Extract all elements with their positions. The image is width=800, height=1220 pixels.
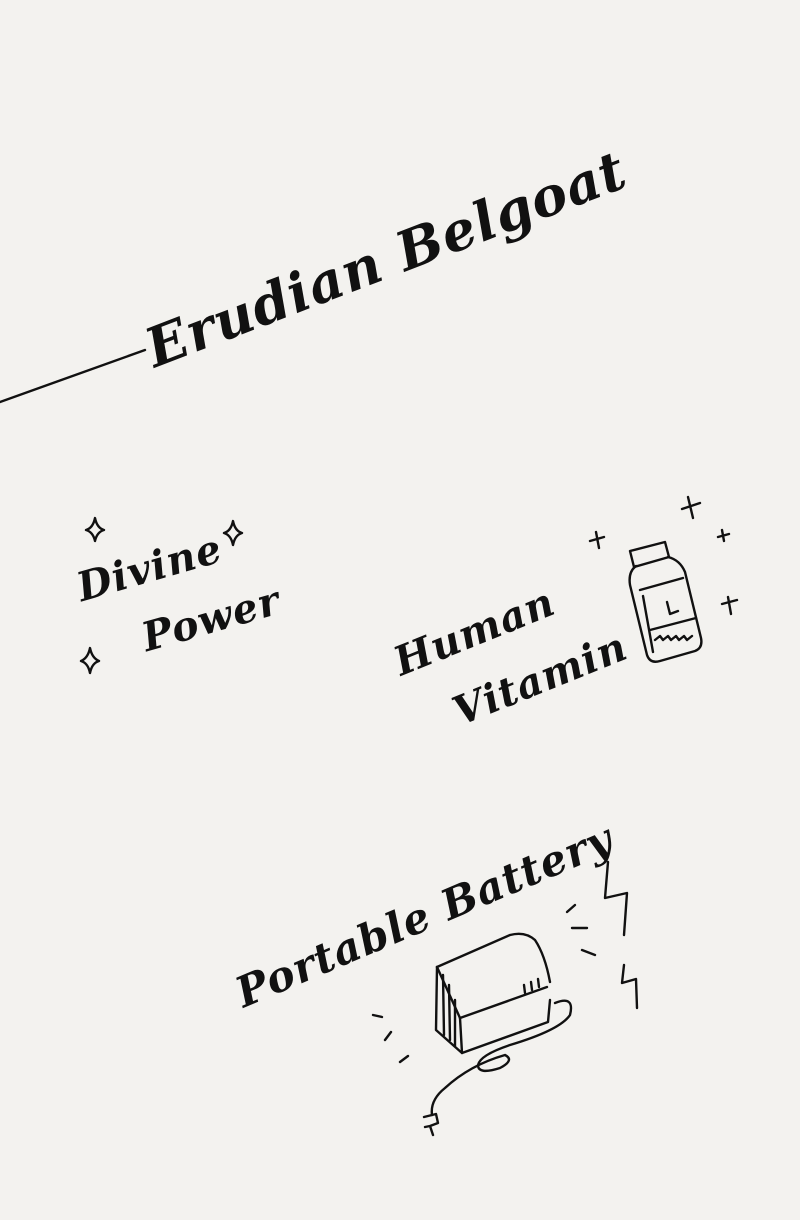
plus-sparkle-icon	[588, 495, 739, 616]
energy-lines-icon	[371, 860, 639, 1064]
sparkle-icon	[79, 516, 244, 675]
battery-icon	[422, 932, 573, 1137]
vitamin-bottle-icon	[628, 540, 703, 663]
title-underline	[0, 348, 147, 404]
